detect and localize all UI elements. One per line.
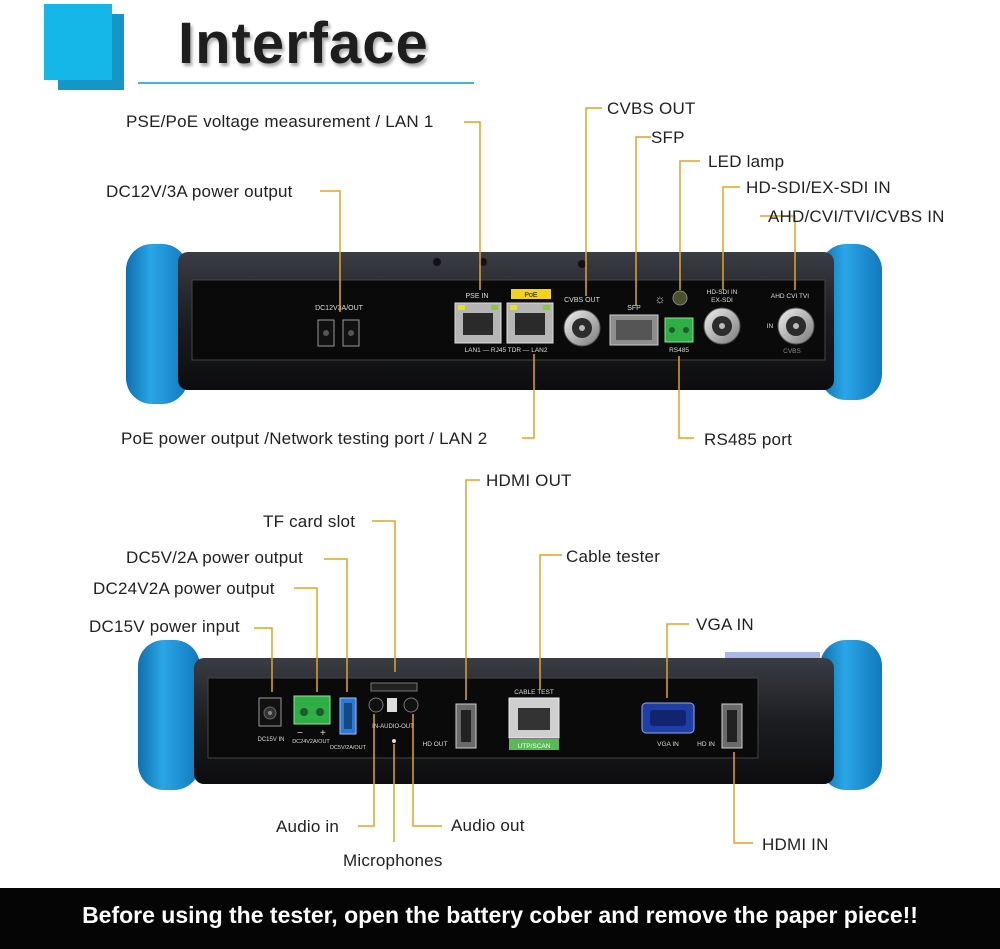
top-device: DC12V3A/OUT PSE IN PoE LAN1 — RJ45 TDR —… [126, 244, 882, 404]
silk-sfp: SFP [627, 305, 641, 312]
audio-out-jack [403, 697, 419, 713]
led-symbol-icon: ☼ [655, 292, 666, 306]
label-led: LED lamp [708, 152, 785, 171]
silk-hd-in: HD IN [697, 741, 715, 748]
label-dc24: DC24V2A power output [93, 579, 275, 598]
silk-vga-in: VGA IN [657, 741, 679, 748]
label-cable: Cable tester [566, 547, 661, 566]
top-right-bumper [820, 244, 882, 400]
label-vga: VGA IN [696, 615, 754, 634]
audio-in-jack [368, 697, 384, 713]
label-hdsdi: HD-SDI/EX-SDI IN [746, 178, 891, 197]
device-diagram: DC12V3A/OUT PSE IN PoE LAN1 — RJ45 TDR —… [126, 107, 882, 844]
silk-hdsdi-2: EX-SDI [711, 297, 733, 304]
label-dc12: DC12V/3A power output [106, 182, 293, 201]
top-left-bumper [126, 244, 188, 404]
silk-pse-in: PSE IN [466, 293, 489, 300]
label-rs485: RS485 port [704, 430, 792, 449]
poe-badge [511, 289, 551, 299]
silk-cvbs: CVBS [783, 348, 801, 355]
label-pse: PSE/PoE voltage measurement / LAN 1 [126, 112, 434, 131]
label-hdmi-in: HDMI IN [762, 835, 829, 854]
label-sfp: SFP [651, 128, 685, 147]
warning-text: Before using the tester, open the batter… [82, 902, 918, 928]
top-leader-lines [320, 107, 796, 439]
label-poe-out: PoE power output /Network testing port /… [121, 429, 488, 448]
utp-badge [509, 739, 559, 750]
label-dc5: DC5V/2A power output [126, 548, 303, 567]
silk-audio: IN-AUDIO-OUT [372, 724, 414, 730]
label-audio-in: Audio in [276, 817, 340, 836]
silk-rs485: RS485 [669, 347, 689, 354]
silk-utp: UTP/SCAN [518, 743, 551, 750]
bottom-right-bumper [820, 640, 882, 790]
svg-text:−: − [297, 728, 303, 739]
led-lamp [672, 290, 688, 306]
dc24-terminal [293, 695, 331, 725]
silk-cvbs-out: CVBS OUT [564, 297, 601, 304]
mic-hole [392, 739, 396, 743]
silk-hdsdi-1: HD-SDI IN [707, 289, 738, 296]
svg-text:+: + [320, 728, 326, 739]
silk-dc15: DC15V IN [257, 737, 284, 743]
label-audio-out: Audio out [451, 816, 525, 835]
label-tf: TF card slot [263, 512, 356, 531]
silk-dc5: DC5V/2A/OUT [330, 745, 367, 751]
warning-banner: Before using the tester, open the batter… [0, 888, 1000, 949]
title-underline [138, 82, 474, 84]
page-title: Interface [178, 11, 429, 76]
bottom-device: DC15V IN − + DC24V2A/OUT DC5V/2A/OUT IN-… [138, 640, 882, 790]
label-mic: Microphones [343, 851, 443, 870]
bottom-leader-lines [254, 479, 753, 844]
header-square [44, 4, 112, 80]
silk-cable-test: CABLE TEST [514, 689, 554, 696]
tf-slot [370, 682, 418, 692]
silk-dc24: DC24V2A/OUT [292, 739, 330, 745]
label-cvbs-out: CVBS OUT [607, 99, 696, 118]
silk-hd-out: HD OUT [423, 741, 448, 748]
label-ahd: AHD/CVI/TVI/CVBS IN [768, 207, 945, 226]
bottom-left-bumper [138, 640, 200, 790]
silk-poe: PoE [524, 292, 538, 299]
silk-ahd: AHD CVI TVI [771, 293, 809, 300]
silk-lan-row: LAN1 — RJ45 TDR — LAN2 [465, 347, 548, 354]
label-dc15: DC15V power input [89, 617, 240, 636]
silk-in: IN [767, 323, 774, 330]
label-hdmi-out: HDMI OUT [486, 471, 572, 490]
tf-card-icon [387, 698, 397, 712]
